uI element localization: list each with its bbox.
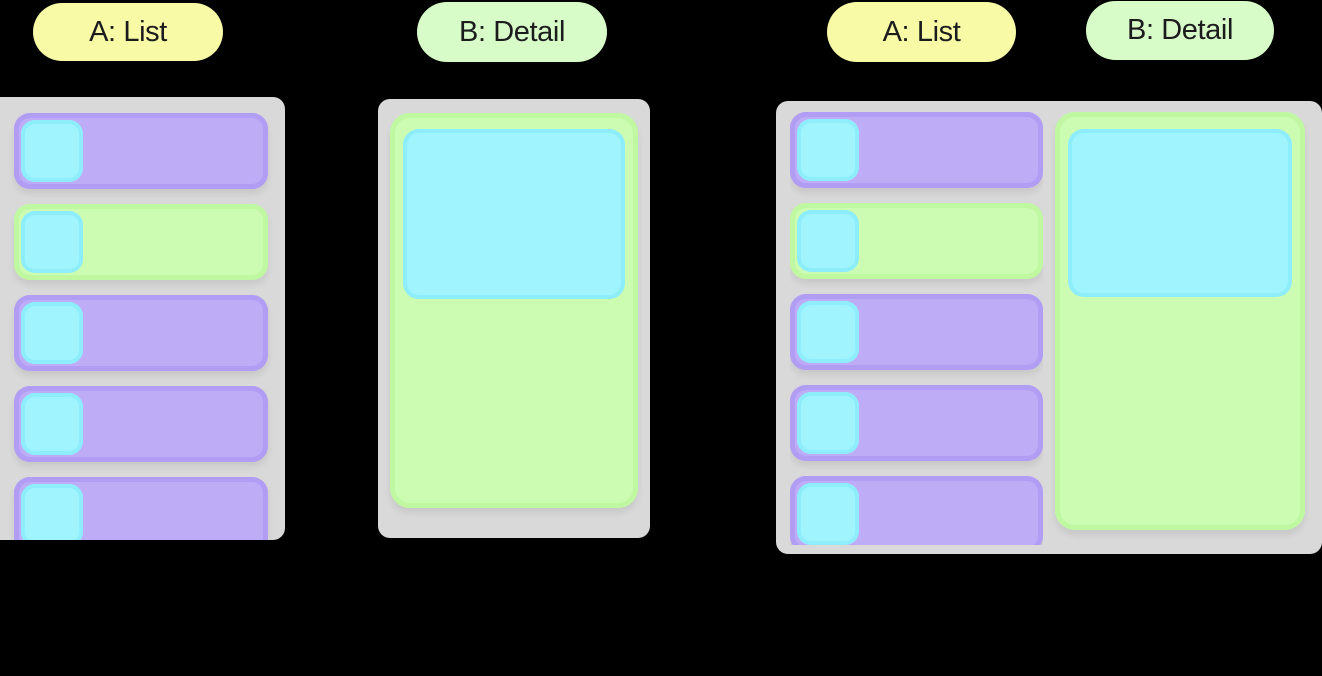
compact-detail-window — [378, 99, 650, 538]
list-pane — [790, 112, 1043, 545]
detail-pane — [390, 113, 638, 508]
compact-list-label-pill: A: List — [33, 3, 223, 61]
list-item-thumbnail — [797, 210, 859, 272]
compact-detail-label-pill: B: Detail — [417, 2, 607, 62]
list-item-thumbnail — [21, 120, 83, 182]
expanded-list-detail-window — [776, 101, 1322, 554]
list-item — [14, 477, 268, 540]
expanded-detail-label-pill: B: Detail — [1086, 1, 1274, 60]
list-item-thumbnail — [797, 392, 859, 454]
detail-hero-block — [403, 129, 625, 299]
list-item-thumbnail — [21, 484, 83, 540]
compact-list-window — [0, 97, 285, 540]
list-item-thumbnail — [21, 302, 83, 364]
detail-hero-block — [1068, 129, 1292, 297]
list-item — [790, 294, 1043, 370]
list-item-thumbnail — [21, 393, 83, 455]
list-item-thumbnail — [797, 119, 859, 181]
list-item — [790, 385, 1043, 461]
list-item-thumbnail — [21, 211, 83, 273]
list-item-selected — [790, 203, 1043, 279]
list-item-thumbnail — [797, 301, 859, 363]
expanded-list-label-pill: A: List — [827, 2, 1016, 62]
list-item — [14, 386, 268, 462]
list-item-selected — [14, 204, 268, 280]
detail-pane — [1055, 112, 1305, 530]
list-item — [790, 112, 1043, 188]
list-item — [14, 295, 268, 371]
list-pane — [14, 113, 268, 540]
list-item-thumbnail — [797, 483, 859, 545]
list-item — [790, 476, 1043, 545]
list-item — [14, 113, 268, 189]
